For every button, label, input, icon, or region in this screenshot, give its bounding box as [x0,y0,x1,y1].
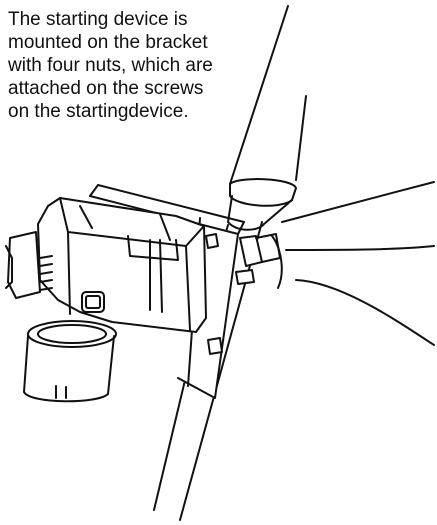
mounting-nuts [205,233,281,355]
caption-line: on the startingdevice. [8,101,189,122]
caption-line: with four nuts, which are [8,55,213,76]
vertical-pipe [153,5,307,521]
pipe-coupling [227,178,297,231]
cylinder-motor [23,320,117,403]
caption-line: The starting device is [8,9,188,30]
diagonal-pipe [271,181,435,346]
starting-device-body [5,197,207,333]
caption-line: attached on the screws [8,78,204,99]
instruction-caption: The starting device is mounted on the br… [8,8,308,123]
caption-line: mounted on the bracket [8,32,208,53]
